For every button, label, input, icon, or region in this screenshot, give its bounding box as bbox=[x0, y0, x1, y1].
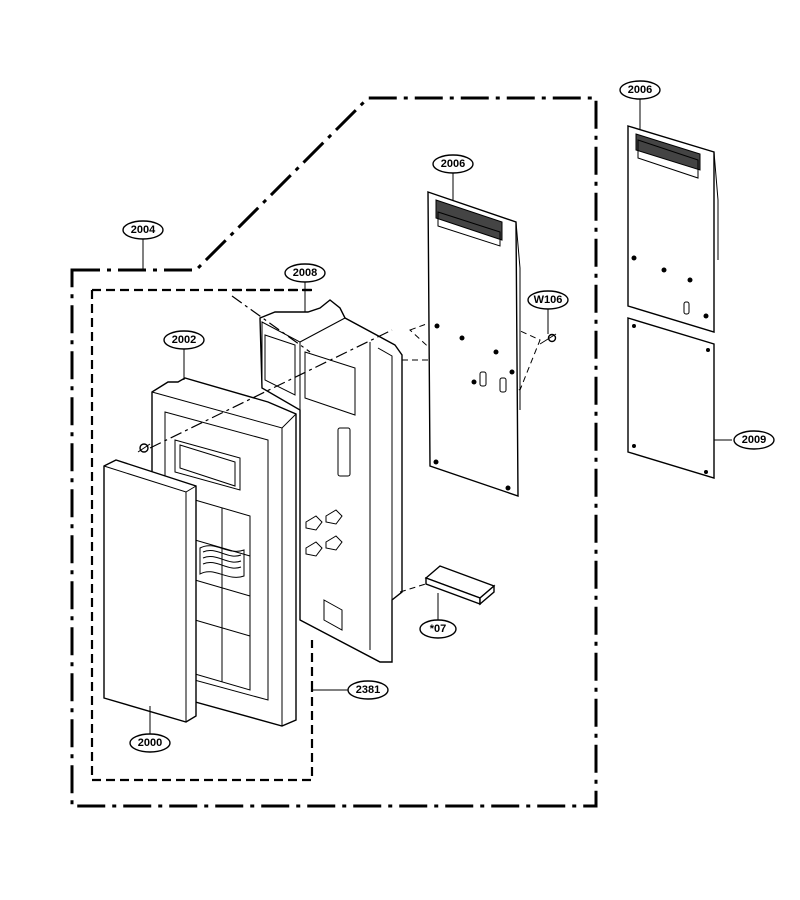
svg-text:2006: 2006 bbox=[628, 84, 652, 96]
alignment-line-d bbox=[399, 581, 433, 593]
svg-text:W106: W106 bbox=[534, 294, 563, 306]
svg-text:2000: 2000 bbox=[138, 737, 162, 749]
svg-text:2009: 2009 bbox=[742, 434, 766, 446]
label-2004: 2004 bbox=[122, 220, 164, 240]
label-2006-right: 2006 bbox=[619, 80, 661, 100]
svg-text:2006: 2006 bbox=[441, 158, 465, 170]
svg-text:*07: *07 bbox=[430, 623, 447, 635]
svg-text:2004: 2004 bbox=[131, 224, 156, 236]
svg-text:2008: 2008 bbox=[293, 267, 317, 279]
label-2008: 2008 bbox=[284, 263, 326, 283]
label-2000: 2000 bbox=[129, 733, 171, 753]
label-2009: 2009 bbox=[733, 430, 775, 450]
label-2381: 2381 bbox=[347, 680, 389, 700]
alignment-line-a bbox=[149, 329, 393, 449]
small-part-07 bbox=[424, 565, 496, 606]
alignment-line-b bbox=[231, 295, 311, 353]
control-bracket-2008 bbox=[259, 299, 403, 663]
pcb-2006-middle bbox=[427, 191, 521, 497]
pcb-2006-right bbox=[627, 125, 719, 333]
label-2002: 2002 bbox=[163, 330, 205, 350]
label-w106: W106 bbox=[527, 290, 569, 310]
screw-w106-icon bbox=[539, 333, 557, 345]
membrane-sheet-2000 bbox=[103, 459, 197, 723]
label-07: *07 bbox=[419, 619, 457, 639]
ribbon-cable bbox=[199, 545, 245, 578]
screw-icon bbox=[137, 443, 151, 453]
svg-text:2002: 2002 bbox=[172, 334, 196, 346]
insulation-sheet-2009 bbox=[627, 317, 715, 479]
label-2006-middle: 2006 bbox=[432, 154, 474, 174]
svg-text:2381: 2381 bbox=[356, 684, 380, 696]
